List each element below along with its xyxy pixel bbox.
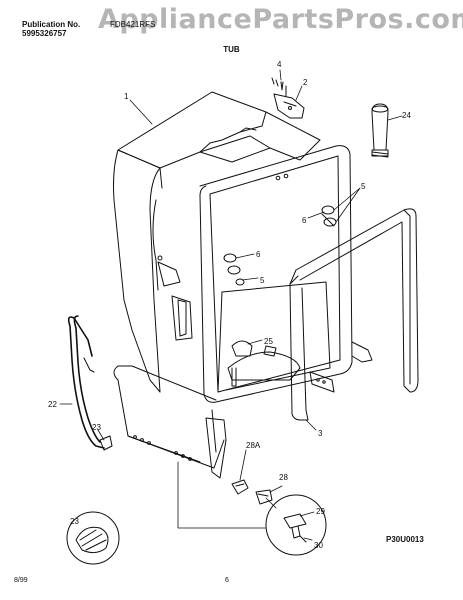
- callout-1: 1: [124, 92, 129, 101]
- bracket-part-2: [273, 93, 305, 119]
- callout-2: 2: [303, 78, 308, 87]
- callout-28: 28: [279, 473, 288, 482]
- tub-body: [113, 91, 321, 393]
- publication-number: 5995326757: [22, 29, 67, 38]
- callout-22: 22: [48, 400, 57, 409]
- callout-23: 23: [92, 423, 101, 432]
- callout-25: 25: [264, 337, 273, 346]
- part-28A: [231, 479, 249, 495]
- page-number: 6: [225, 577, 229, 584]
- callout-30: 30: [314, 541, 323, 550]
- callout-6-upper: 6: [302, 216, 307, 225]
- callout-24: 24: [402, 111, 411, 120]
- tube-part-24: [371, 103, 389, 158]
- publication-label: Publication No.: [22, 20, 81, 29]
- hinge-right-upper: [321, 205, 337, 227]
- callout-5-left: 5: [260, 276, 265, 285]
- door-gasket: [289, 208, 419, 421]
- tub-base: [113, 351, 335, 479]
- inset-detail-23: [66, 511, 120, 565]
- frame-right-clip: [351, 341, 373, 363]
- callout-23-inset: 23: [70, 517, 79, 526]
- tube-clip-23: [99, 435, 113, 451]
- watermark-text: AppliancePartsPros.com: [98, 4, 463, 35]
- hinge-left-upper: [223, 253, 245, 286]
- callout-6-left: 6: [256, 250, 261, 259]
- callout-28A: 28A: [246, 441, 261, 450]
- inset-detail-29-30: [265, 494, 327, 556]
- callout-labels: 1 2 4 24 5 6 6 5 25 22 23 3 28A 28 29 30…: [48, 60, 411, 550]
- spray-hub-25: [231, 340, 277, 387]
- section-title: TUB: [223, 45, 240, 54]
- model-number: FDB421RFS: [110, 20, 156, 29]
- callout-3: 3: [318, 429, 323, 438]
- callout-5-upper: 5: [361, 182, 366, 191]
- fill-tube: [67, 315, 105, 449]
- leader-lines: [59, 69, 403, 541]
- diagram-code: P30U0013: [386, 535, 424, 544]
- screws-part-4: [271, 77, 287, 97]
- part-28: [255, 489, 273, 505]
- tub-front-frame: [157, 145, 353, 403]
- footer-date: 8/99: [14, 577, 28, 584]
- upper-hose: [83, 357, 95, 373]
- callout-29: 29: [316, 507, 325, 516]
- callout-4: 4: [277, 60, 282, 69]
